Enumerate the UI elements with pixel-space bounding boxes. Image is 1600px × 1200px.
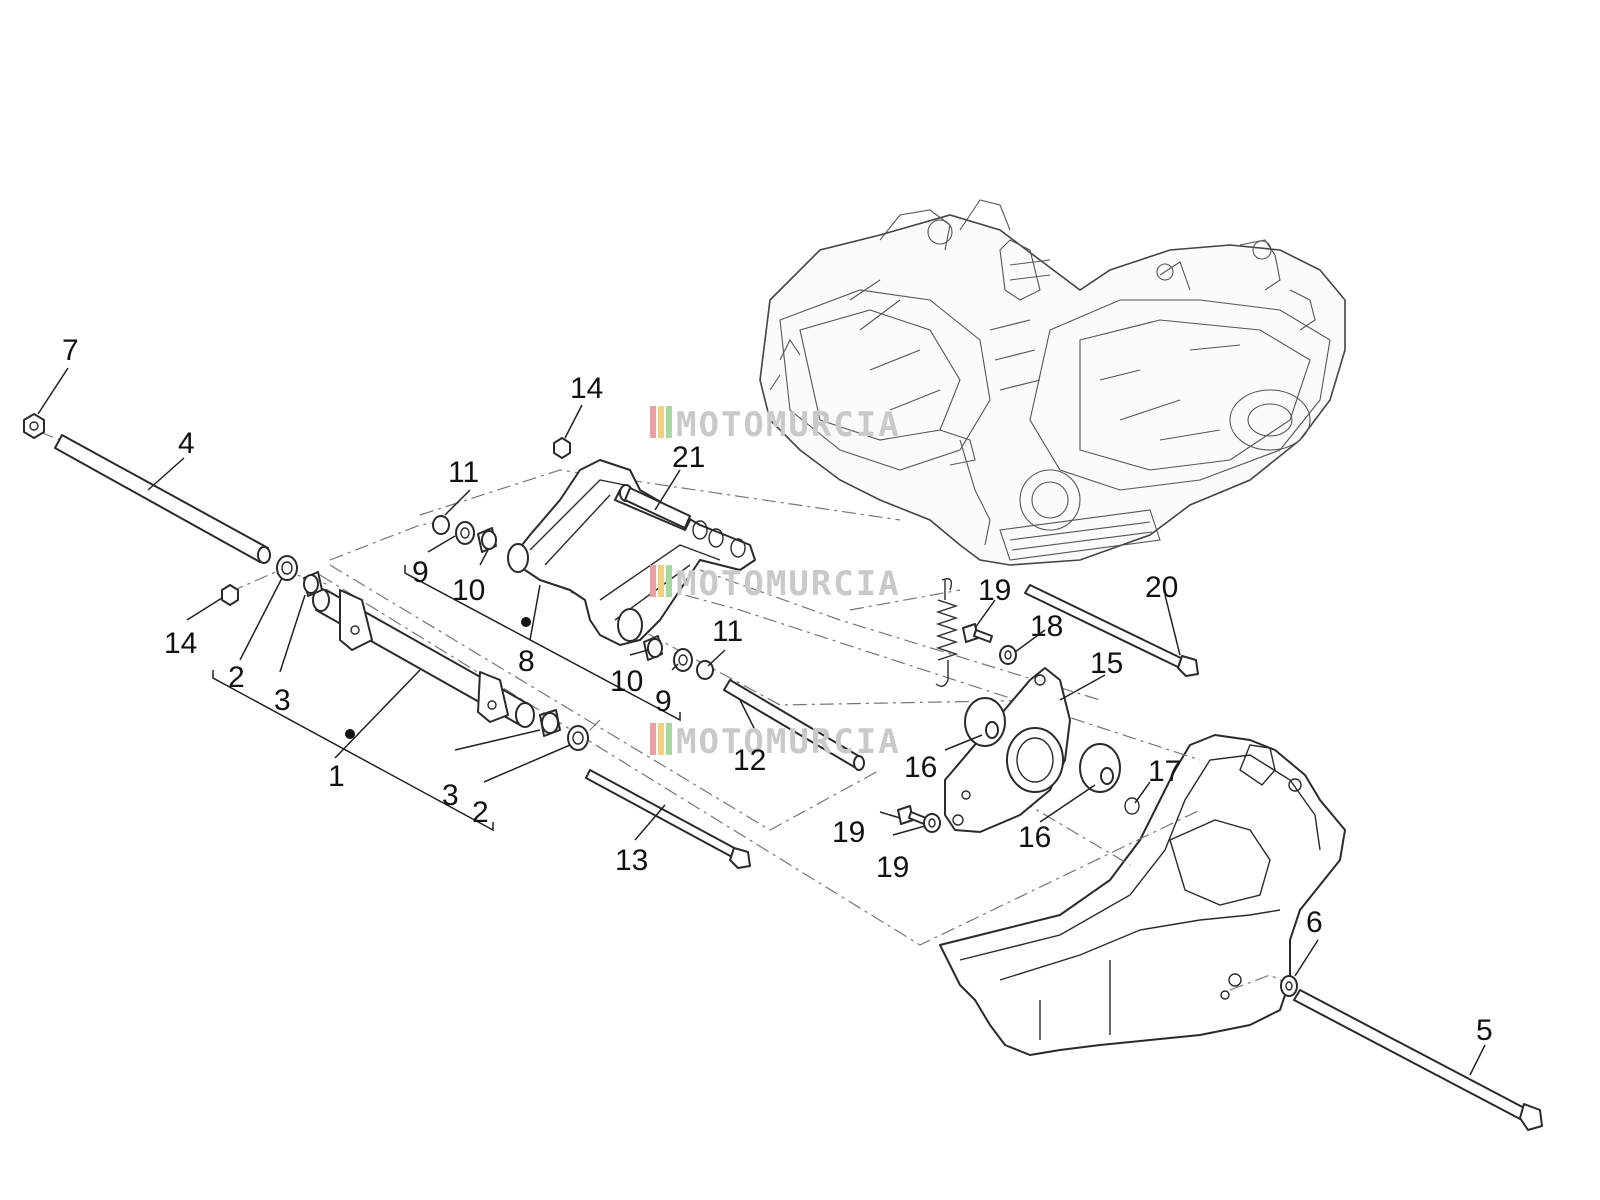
part-14-nut-top (553, 437, 571, 459)
callout-13: 13 (615, 844, 648, 877)
part-18-washer-upper (999, 645, 1017, 665)
engine-assembly (759, 199, 1346, 566)
callout-9-top: 9 (412, 556, 429, 589)
callout-16-lower: 16 (1018, 821, 1051, 854)
callout-15: 15 (1090, 647, 1123, 680)
frame-bracket (939, 734, 1346, 1056)
callout-3-upper: 3 (274, 684, 291, 717)
part-18-washer-lower (923, 813, 941, 833)
part-4-shaft (54, 434, 271, 564)
callout-14-left: 14 (164, 627, 197, 660)
part-2-washer-upper (276, 555, 298, 581)
callout-21: 21 (672, 441, 705, 474)
callout-10-top: 10 (452, 574, 485, 607)
callout-10-lower: 10 (610, 665, 643, 698)
callout-11-lower: 11 (712, 615, 743, 648)
callout-4: 4 (178, 427, 195, 460)
watermark-text-top: MOTOMURCIA (676, 405, 901, 445)
part-6-washer (1280, 975, 1298, 997)
part-10-bushing-top (477, 527, 497, 553)
callout-5: 5 (1476, 1014, 1493, 1047)
part-16-mount-lower (1079, 743, 1121, 793)
callout-1: 1 (328, 760, 345, 793)
reference-dot-part-1 (345, 729, 355, 739)
watermark-text-bottom: MOTOMURCIA (676, 722, 901, 762)
part-11-washer-top (432, 515, 450, 535)
watermark-bottom: MOTOMURCIA (650, 722, 901, 762)
callout-11-top: 11 (448, 456, 479, 489)
group-bracket-part-1 (212, 670, 494, 832)
callout-6: 6 (1306, 906, 1323, 939)
part-19-bolt-lower (897, 805, 927, 825)
callout-17: 17 (1148, 755, 1181, 788)
part-17-clip (1124, 797, 1140, 815)
callout-8: 8 (518, 645, 535, 678)
part-7-nut (23, 413, 45, 439)
callout-16-upper: 16 (904, 751, 937, 784)
callout-3-lower: 3 (442, 779, 459, 812)
part-1-swingarm-tube (312, 588, 535, 728)
watermark-text-middle: MOTOMURCIA (676, 564, 901, 604)
callout-12: 12 (733, 744, 766, 777)
part-14-nut-left (221, 584, 239, 606)
part-20-bolt (1024, 584, 1199, 677)
group-bracket-part-8 (404, 565, 681, 722)
part-19-bolt-upper (962, 623, 993, 643)
part-9-washer-top (455, 521, 475, 545)
part-21-tube (624, 487, 691, 529)
callout-2-lower: 2 (472, 796, 489, 829)
callout-20: 20 (1145, 571, 1178, 604)
part-12-pin (723, 679, 865, 771)
callout-2-upper: 2 (228, 661, 245, 694)
part-2-washer-lower (567, 725, 589, 751)
callout-7: 7 (62, 334, 79, 367)
reference-dot-part-8 (521, 617, 531, 627)
callout-18-lower: 19 (876, 851, 909, 884)
part-9-washer-lower (673, 648, 693, 672)
part-16-mount-upper (964, 697, 1006, 747)
watermark-middle: MOTOMURCIA (650, 564, 901, 604)
part-3-bushing-upper (303, 571, 323, 597)
callout-labels: 7 4 14 11 21 9 10 14 2 3 8 10 9 11 12 1 … (62, 334, 1493, 1047)
callout-9-lower: 9 (655, 685, 672, 718)
part-10-bushing-lower (643, 635, 663, 661)
leader-lines (37, 367, 1486, 1076)
part-5-bolt (1293, 989, 1543, 1131)
spring (935, 578, 959, 687)
part-13-bolt (585, 769, 751, 869)
part-3-bushing-lower (539, 709, 561, 737)
callout-18-upper: 18 (1030, 610, 1063, 643)
watermark-top: MOTOMURCIA (650, 405, 901, 445)
callout-14-top: 14 (570, 372, 603, 405)
callout-19-upper: 19 (978, 574, 1011, 607)
callout-19-lower: 19 (832, 816, 865, 849)
part-15-plate (944, 667, 1071, 833)
